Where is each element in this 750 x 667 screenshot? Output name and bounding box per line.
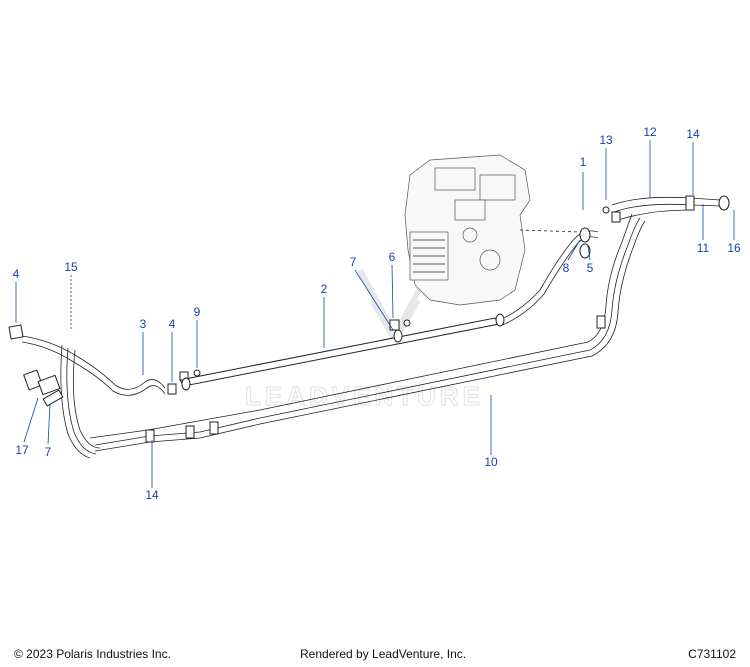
clamp-group-left (167, 319, 411, 395)
hose-part-3 (8, 324, 166, 396)
callout-15: 15 (64, 260, 78, 274)
engine-assembly (404, 154, 581, 306)
callout-1: 1 (580, 155, 587, 169)
callout-10: 10 (484, 455, 498, 469)
callout-17: 17 (15, 443, 29, 457)
callout-11: 11 (697, 241, 710, 255)
callout-4-center: 4 (169, 317, 176, 331)
callout-7-lower: 7 (45, 445, 52, 459)
leader-lines (15, 140, 735, 488)
callout-12: 12 (643, 125, 657, 139)
callout-labels: 1 2 3 4 4 5 6 7 7 8 9 10 11 12 13 14 14 … (13, 125, 741, 502)
callout-13: 13 (599, 133, 613, 147)
callout-3: 3 (140, 317, 147, 331)
watermark: LEADVENTURE (244, 268, 484, 412)
callout-6: 6 (389, 250, 396, 264)
copyright-text: © 2023 Polaris Industries Inc. (14, 647, 171, 661)
callout-4-left: 4 (13, 267, 20, 281)
line-part-12 (579, 195, 730, 259)
callout-14-upper: 14 (686, 127, 700, 141)
callout-2: 2 (321, 282, 328, 296)
fitting-part-17 (23, 369, 64, 407)
rendered-by-text: Rendered by LeadVenture, Inc. (300, 647, 467, 661)
diagram-id: C731102 (688, 647, 736, 661)
watermark-text: LEADVENTURE (245, 381, 484, 411)
callout-5: 5 (587, 261, 594, 275)
callout-16: 16 (727, 241, 741, 255)
callout-9: 9 (194, 305, 201, 319)
callout-8: 8 (563, 261, 570, 275)
line-part-10 (60, 213, 646, 459)
callout-14-lower: 14 (145, 488, 159, 502)
callout-7-upper: 7 (350, 255, 357, 269)
